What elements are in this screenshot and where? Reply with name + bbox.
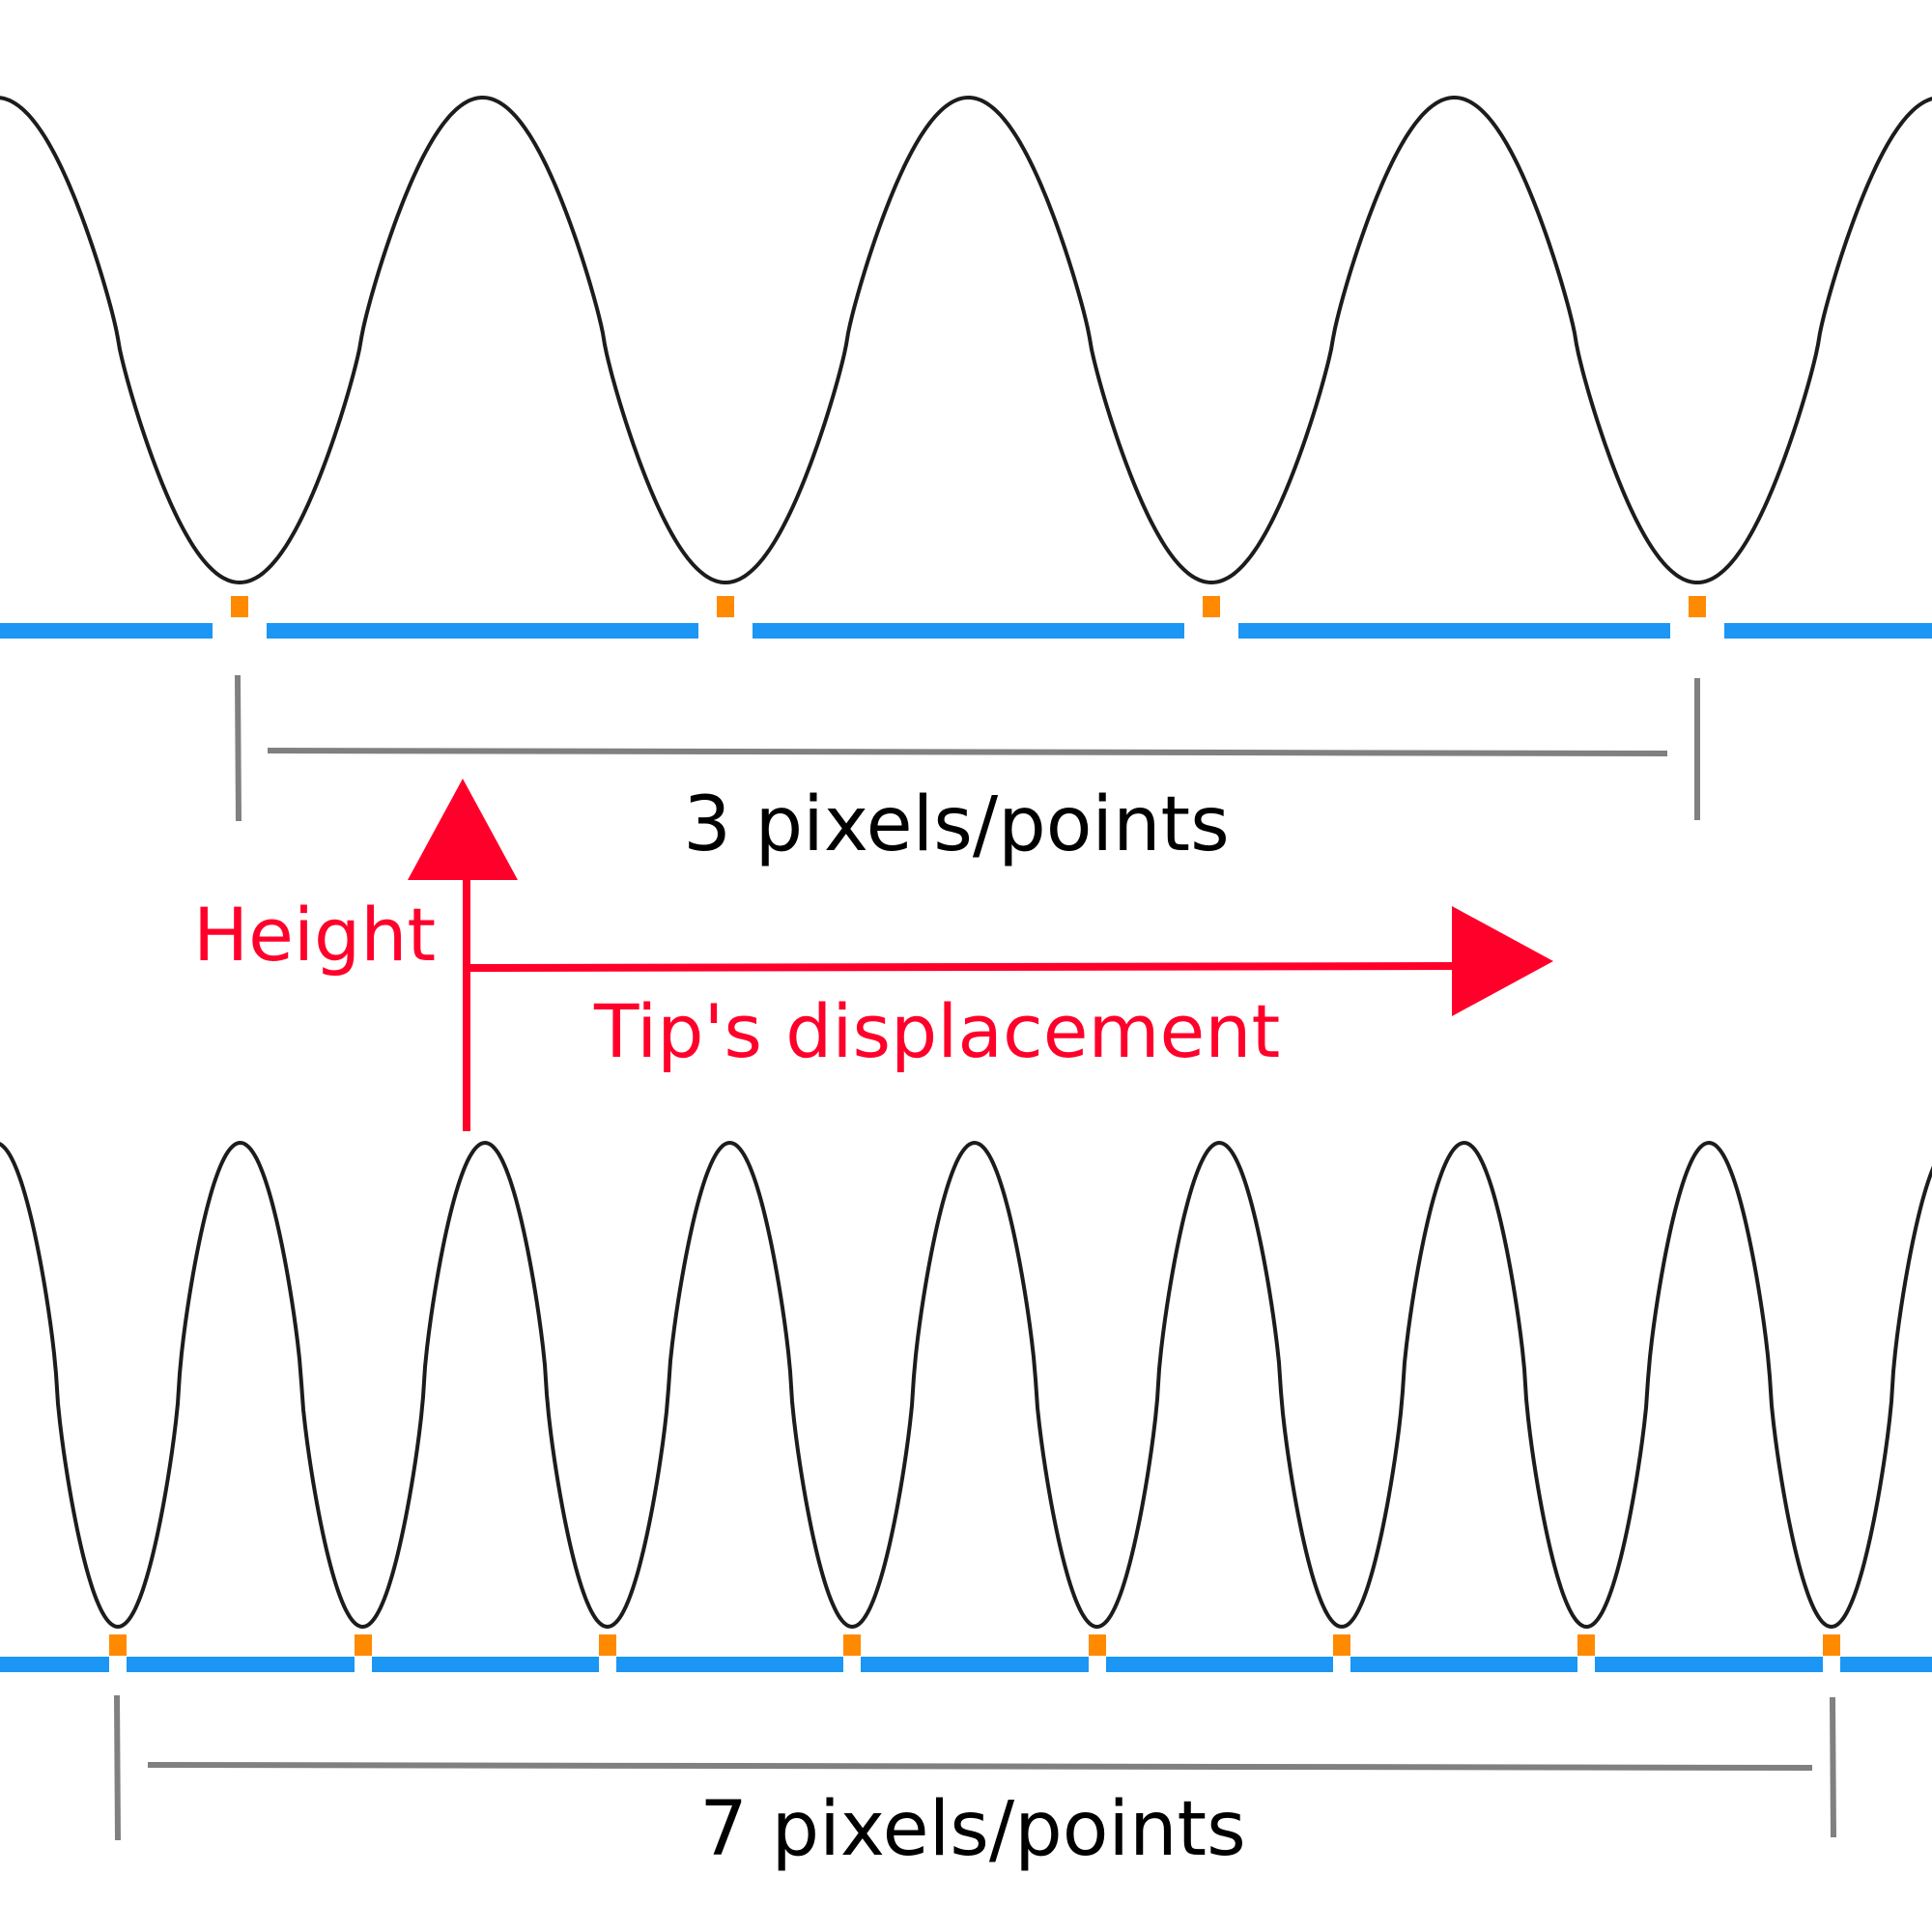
bottom-sample-markers xyxy=(109,1634,1840,1656)
sample-marker xyxy=(231,596,248,617)
sample-marker xyxy=(1333,1634,1350,1656)
top-scale-tick-left xyxy=(235,674,242,822)
bottom-scale-label: 7 pixels/points xyxy=(699,1786,1246,1873)
height-axis-arrowhead xyxy=(408,779,518,880)
sample-marker xyxy=(355,1634,372,1656)
bottom-panel: 7 pixels/points xyxy=(0,1140,1932,1873)
bottom-waveform xyxy=(0,1140,1932,1630)
sample-marker xyxy=(843,1634,861,1656)
sample-marker xyxy=(717,596,734,617)
sample-marker xyxy=(1089,1634,1106,1656)
displacement-axis-line xyxy=(466,962,1455,972)
sample-marker xyxy=(1689,596,1706,617)
top-waveform xyxy=(0,96,1932,585)
top-sample-markers xyxy=(231,596,1706,617)
bottom-scale-tick-left xyxy=(114,1694,121,1841)
sample-marker xyxy=(1577,1634,1595,1656)
sample-marker xyxy=(109,1634,127,1656)
displacement-axis-label: Tip's displacement xyxy=(593,988,1280,1074)
bottom-scale-bar: 7 pixels/points xyxy=(114,1694,1836,1873)
sample-marker xyxy=(599,1634,616,1656)
top-scale-bar: 3 pixels/points xyxy=(235,674,1700,868)
top-scale-line xyxy=(267,748,1668,756)
sample-marker xyxy=(1203,596,1220,617)
top-scale-label: 3 pixels/points xyxy=(683,781,1230,868)
bottom-scale-line xyxy=(147,1762,1813,1771)
axes: Height Tip's displacement xyxy=(193,779,1553,1131)
top-panel: 3 pixels/points xyxy=(0,96,1932,868)
height-axis-label: Height xyxy=(193,892,436,978)
sample-marker xyxy=(1823,1634,1840,1656)
displacement-axis-arrowhead xyxy=(1452,906,1553,1016)
